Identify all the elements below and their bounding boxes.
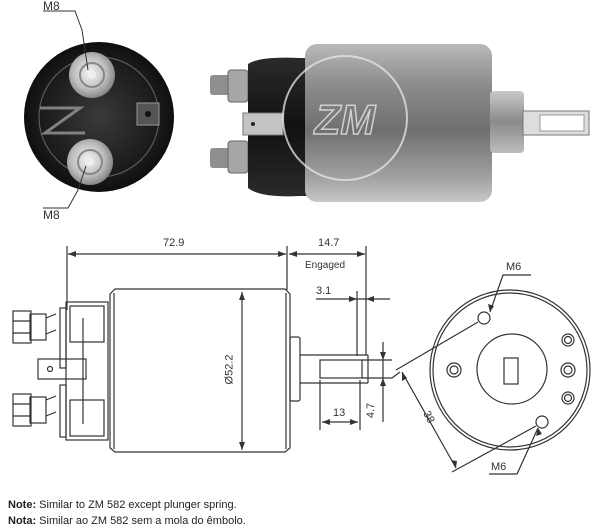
dim-body-diameter: Ø52.2 [223, 354, 236, 385]
watermark-logo: ZM [314, 96, 377, 143]
end-photo-bottom-label: M8 [43, 208, 60, 222]
note-portuguese-label: Nota: [8, 515, 37, 527]
note-portuguese-text: Similar ao ZM 582 sem a mola do êmbolo. [36, 515, 246, 527]
end-view-top-hole-label: M6 [506, 261, 522, 273]
dim-plunger-travel: 14.7 [318, 237, 340, 249]
side-view-photo: ZM [210, 44, 590, 202]
dim-body-length: 72.9 [163, 237, 185, 249]
dim-slot-offset: 3.1 [316, 285, 332, 297]
end-view-bottom-hole-label: M6 [491, 461, 507, 473]
note-english-label: Note: [8, 499, 37, 511]
end-view-photo [24, 10, 174, 209]
dim-plunger-travel-note: Engaged [305, 260, 346, 271]
end-photo-top-label: M8 [43, 0, 60, 13]
note-english: Note: Similar to ZM 582 except plunger s… [8, 499, 237, 511]
dim-slot-length: 13 [333, 407, 346, 419]
note-english-text: Similar to ZM 582 except plunger spring. [36, 499, 237, 511]
dim-slot-width: 4.7 [365, 402, 378, 419]
product-photos: ZM [24, 10, 590, 209]
note-portuguese: Nota: Similar ao ZM 582 sem a mola do êm… [8, 515, 246, 527]
